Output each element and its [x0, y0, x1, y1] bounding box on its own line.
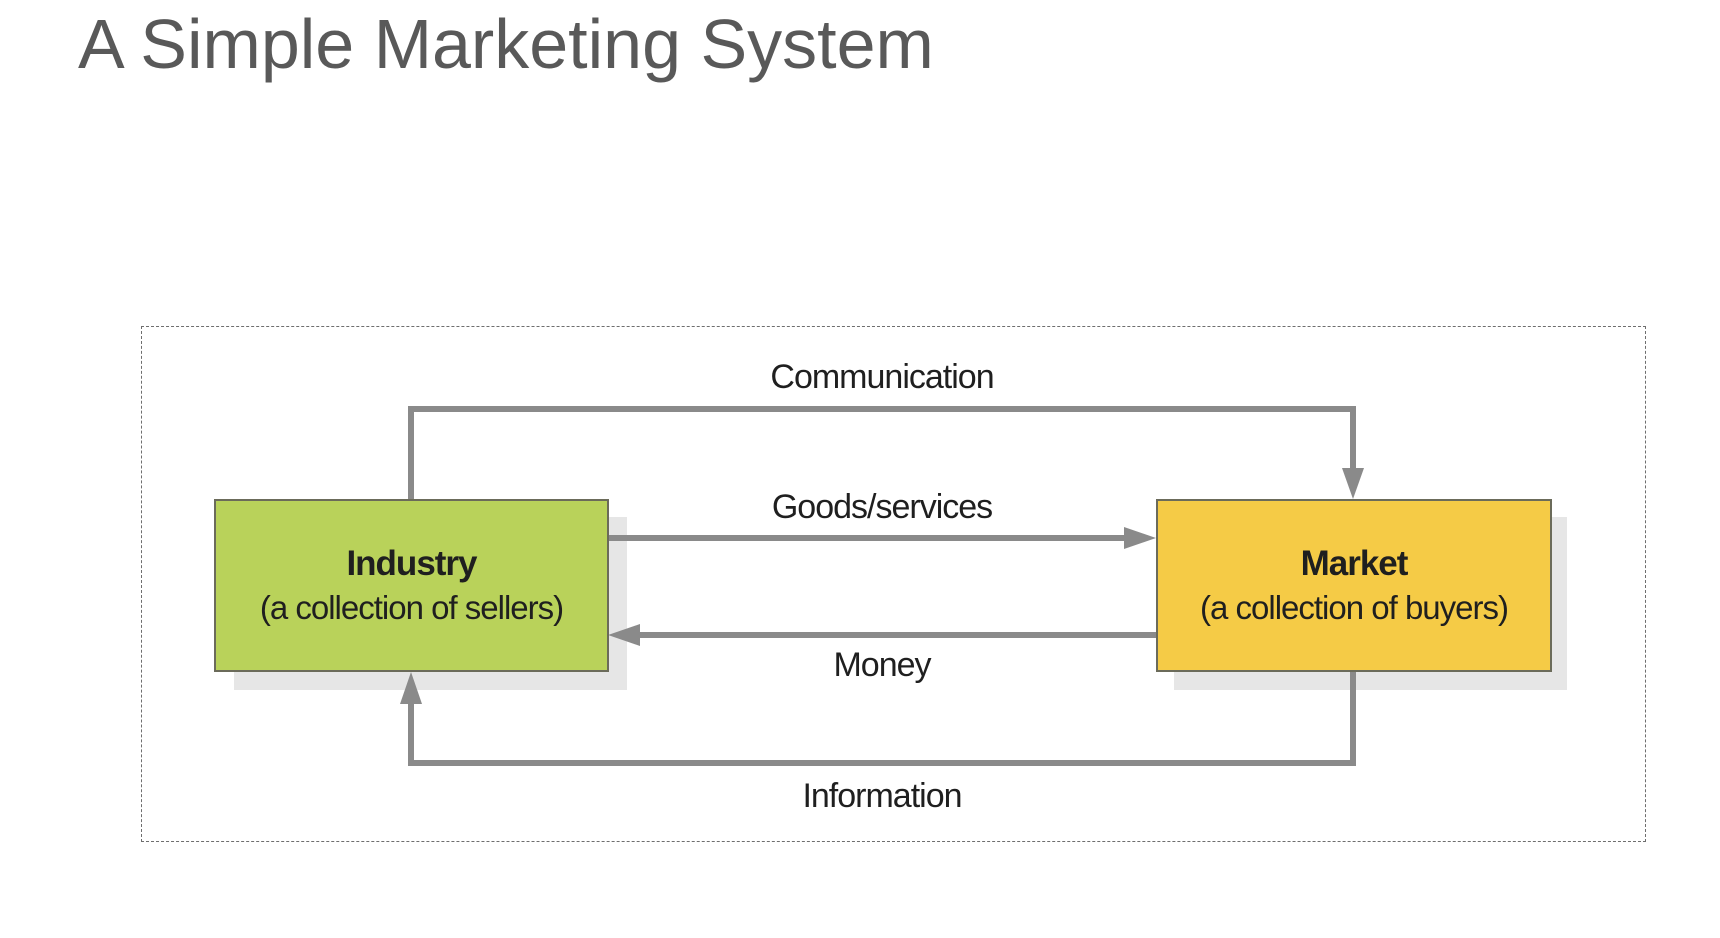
slide-title: A Simple Marketing System: [78, 5, 934, 83]
communication-arrowhead: [1342, 468, 1364, 499]
information-arrowhead: [400, 672, 422, 704]
industry-box: Industry (a collection of sellers): [214, 499, 609, 672]
communication-label: Communication: [770, 358, 994, 396]
market-box: Market (a collection of buyers): [1156, 499, 1552, 672]
diagram-frame: [141, 326, 1646, 842]
money-label: Money: [833, 646, 931, 684]
market-title: Market: [1300, 543, 1409, 583]
information-label: Information: [802, 777, 962, 815]
industry-subtitle: (a collection of sellers): [259, 588, 564, 626]
arrow-lines: [408, 406, 1356, 766]
money-arrowhead: [608, 624, 640, 646]
arrow-heads: [400, 468, 1364, 704]
goods-services-label: Goods/services: [771, 488, 993, 526]
market-subtitle: (a collection of buyers): [1200, 588, 1509, 626]
goods-arrowhead: [1124, 527, 1156, 549]
industry-title: Industry: [346, 543, 477, 583]
information-arrow-line: [408, 671, 1356, 766]
communication-arrow-line: [408, 406, 1356, 499]
